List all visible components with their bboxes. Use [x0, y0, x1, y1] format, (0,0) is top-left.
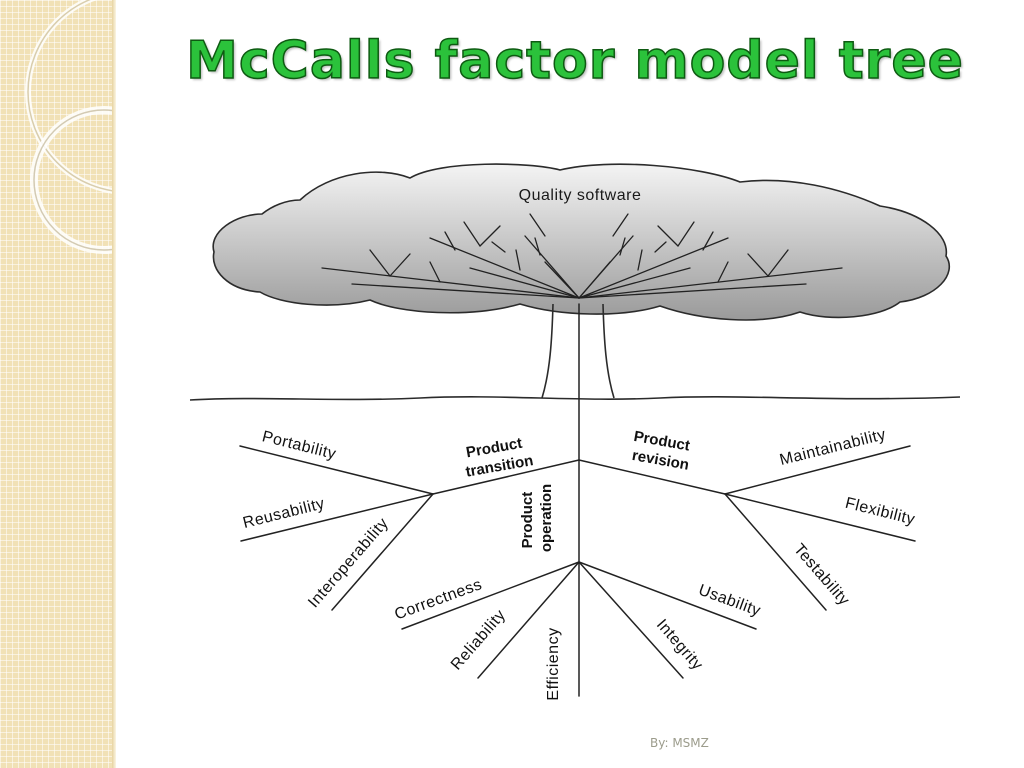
- factor-reliability: Reliability: [448, 607, 509, 674]
- factor-maintainability: Maintainability: [778, 426, 888, 469]
- tree-branches: [321, 213, 843, 299]
- decorative-sidebar: [0, 0, 112, 768]
- sidebar-divider: [112, 0, 116, 768]
- factor-integrity: Integrity: [653, 616, 706, 674]
- factor-reusability: Reusability: [241, 495, 326, 532]
- tree-roots: [239, 303, 916, 697]
- category-product-operation: Product operation: [519, 484, 555, 552]
- factor-portability: Portability: [260, 428, 338, 463]
- factor-efficiency: Efficiency: [545, 627, 562, 700]
- footer-credit: By: MSMZ: [650, 736, 709, 750]
- factor-flexibility: Flexibility: [843, 495, 916, 529]
- tree-canopy: [212, 163, 951, 321]
- canopy-label: Quality software: [519, 187, 642, 204]
- decorative-rings: [25, 0, 112, 254]
- tree-trunk: [541, 303, 615, 399]
- slide-title: McCalls factor model tree: [185, 30, 964, 92]
- factor-testability: Testability: [790, 541, 853, 609]
- factor-usability: Usability: [696, 582, 763, 620]
- ground-line: [189, 396, 961, 401]
- factor-correctness: Correctness: [392, 576, 484, 623]
- category-product-revision: Product revision: [629, 428, 695, 474]
- factor-interoperability: Interoperability: [305, 515, 392, 611]
